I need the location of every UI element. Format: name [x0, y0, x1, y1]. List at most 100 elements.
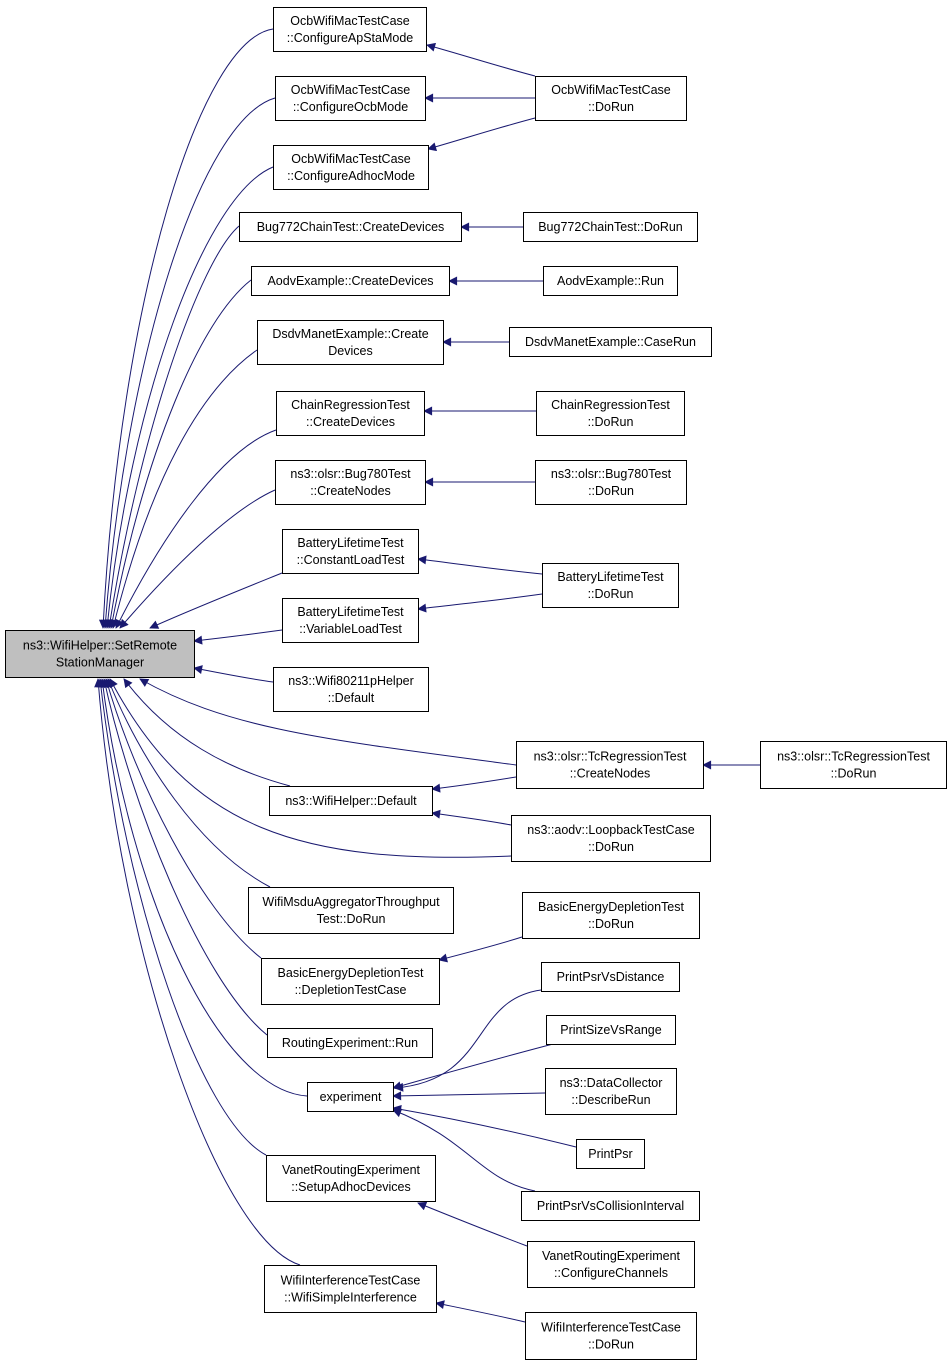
node-chainDoRun[interactable]: ChainRegressionTest::DoRun [536, 391, 685, 436]
node-basicDepletion[interactable]: BasicEnergyDepletionTest::DepletionTestC… [261, 958, 440, 1005]
node-tcDoRun[interactable]: ns3::olsr::TcRegressionTest::DoRun [760, 741, 947, 789]
node-box [248, 887, 454, 934]
node-box [276, 391, 425, 436]
node-box [273, 145, 429, 190]
node-bug772Create[interactable]: Bug772ChainTest::CreateDevices [239, 212, 462, 242]
node-printPsrCollision[interactable]: PrintPsrVsCollisionInterval [521, 1191, 700, 1221]
edge-wifi80211p [193, 665, 274, 683]
node-label: PrintPsrVsDistance [557, 970, 665, 984]
node-vanetConfigure[interactable]: VanetRoutingExperiment::ConfigureChannel… [527, 1241, 695, 1288]
node-aodvLoopback[interactable]: ns3::aodv::LoopbackTestCase::DoRun [511, 815, 711, 862]
node-label: ns3::olsr::TcRegressionTest [534, 750, 687, 764]
edge-chainCreate [115, 429, 277, 629]
node-label: ns3::olsr::TcRegressionTest [777, 750, 930, 764]
node-batteryVariable[interactable]: BatteryLifetimeTest::VariableLoadTest [282, 598, 419, 643]
edge-aodvCreate [108, 279, 252, 629]
node-dataCollector[interactable]: ns3::DataCollector::DescribeRun [545, 1068, 677, 1115]
edge-batteryVariable [193, 629, 283, 645]
node-bug772DoRun[interactable]: Bug772ChainTest::DoRun [523, 212, 698, 242]
node-basicDoRun[interactable]: BasicEnergyDepletionTest::DoRun [522, 892, 700, 939]
node-batteryDoRun[interactable]: BatteryLifetimeTest::DoRun [542, 563, 679, 608]
node-box [525, 1312, 697, 1360]
node-label: ::CreateNodes [570, 767, 651, 781]
node-label: ns3::olsr::Bug780Test [551, 467, 672, 481]
edge-ocbConfigureApSta [98, 28, 274, 629]
node-box [576, 1139, 645, 1169]
node-box [536, 391, 685, 436]
edge-batteryDoRun-b [417, 593, 543, 613]
node-bug780DoRun[interactable]: ns3::olsr::Bug780Test::DoRun [535, 460, 687, 505]
node-label: Test::DoRun [317, 912, 386, 926]
node-vanetSetup[interactable]: VanetRoutingExperiment::SetupAdhocDevice… [266, 1155, 436, 1202]
node-tcCreate[interactable]: ns3::olsr::TcRegressionTest::CreateNodes [516, 741, 704, 789]
node-label: ::ConfigureApStaMode [287, 31, 414, 45]
node-label: ::DoRun [588, 587, 634, 601]
node-ocbConfigureOcb[interactable]: OcbWifiMacTestCase::ConfigureOcbMode [275, 76, 426, 121]
edge-printPsrVsDistance [394, 989, 542, 1092]
edge-wifiHelperDefault [123, 678, 291, 787]
node-batteryConstant[interactable]: BatteryLifetimeTest::ConstantLoadTest [282, 529, 419, 574]
node-label: BatteryLifetimeTest [297, 536, 404, 550]
edge-printSizeVsRange [392, 1042, 558, 1091]
node-label: ns3::DataCollector [560, 1076, 663, 1090]
node-wifi80211p[interactable]: ns3::Wifi80211pHelper::Default [273, 667, 429, 712]
node-label: ::ConfigureOcbMode [293, 100, 408, 114]
node-chainCreate[interactable]: ChainRegressionTest::CreateDevices [276, 391, 425, 436]
node-label: VanetRoutingExperiment [542, 1249, 681, 1263]
node-label: ns3::aodv::LoopbackTestCase [527, 823, 695, 837]
node-box [264, 1265, 437, 1313]
node-printPsrVsDistance[interactable]: PrintPsrVsDistance [541, 962, 680, 992]
node-printSizeVsRange[interactable]: PrintSizeVsRange [546, 1015, 676, 1045]
node-label: ::CreateDevices [306, 415, 395, 429]
node-label: PrintPsr [588, 1147, 632, 1161]
node-label: BasicEnergyDepletionTest [538, 900, 684, 914]
node-ocbConfigureAdhoc[interactable]: OcbWifiMacTestCase::ConfigureAdhocMode [273, 145, 429, 190]
node-routingRun[interactable]: RoutingExperiment::Run [267, 1028, 433, 1058]
node-label: ::WifiSimpleInterference [284, 1291, 417, 1305]
node-label: Bug772ChainTest::DoRun [538, 220, 683, 234]
node-label: BatteryLifetimeTest [557, 570, 664, 584]
node-box [275, 76, 426, 121]
node-label: ::DoRun [588, 1338, 634, 1352]
node-aodvCreate[interactable]: AodvExample::CreateDevices [251, 266, 450, 296]
edge-bug780Create [119, 489, 276, 629]
edge-dsdvCreate [110, 349, 258, 629]
node-box [267, 1028, 433, 1058]
node-box [527, 1241, 695, 1288]
node-label: BasicEnergyDepletionTest [278, 966, 424, 980]
node-label: ::SetupAdhocDevices [291, 1180, 411, 1194]
node-label: PrintSizeVsRange [560, 1023, 661, 1037]
node-box [545, 1068, 677, 1115]
node-label: ::VariableLoadTest [299, 622, 402, 636]
node-dsdvCaseRun[interactable]: DsdvManetExample::CaseRun [509, 327, 712, 357]
node-label: experiment [320, 1090, 382, 1104]
node-label: WifiInterferenceTestCase [541, 1321, 681, 1335]
node-box [535, 460, 687, 505]
node-box [5, 630, 195, 678]
edge-batteryConstant [149, 572, 283, 629]
node-experiment[interactable]: experiment [307, 1082, 394, 1112]
node-label: ns3::Wifi80211pHelper [288, 674, 414, 688]
node-dsdvCreate[interactable]: DsdvManetExample::CreateDevices [257, 320, 444, 365]
node-label: OcbWifiMacTestCase [291, 152, 411, 166]
node-ocbConfigureApSta[interactable]: OcbWifiMacTestCase::ConfigureApStaMode [273, 7, 427, 52]
node-label: ChainRegressionTest [551, 398, 670, 412]
node-printPsr[interactable]: PrintPsr [576, 1139, 645, 1169]
node-box [273, 7, 427, 52]
node-aodvRun[interactable]: AodvExample::Run [543, 266, 678, 296]
node-wifiHelperDefault[interactable]: ns3::WifiHelper::Default [269, 786, 433, 816]
edge-tcCreate-to-default [431, 776, 517, 793]
edge-wifiInterference [94, 678, 301, 1266]
node-box [257, 320, 444, 365]
node-wifiInterferenceDoRun[interactable]: WifiInterferenceTestCase::DoRun [525, 1312, 697, 1360]
node-bug780Create[interactable]: ns3::olsr::Bug780Test::CreateNodes [275, 460, 426, 505]
edge-ocbConfigureAdhoc [103, 166, 274, 629]
edge-ocbDoRun-c [427, 117, 536, 152]
node-ocbDoRun[interactable]: OcbWifiMacTestCase::DoRun [535, 76, 687, 121]
node-box [266, 1155, 436, 1202]
node-wifiInterference[interactable]: WifiInterferenceTestCase::WifiSimpleInte… [264, 1265, 437, 1313]
node-label: OcbWifiMacTestCase [551, 83, 671, 97]
